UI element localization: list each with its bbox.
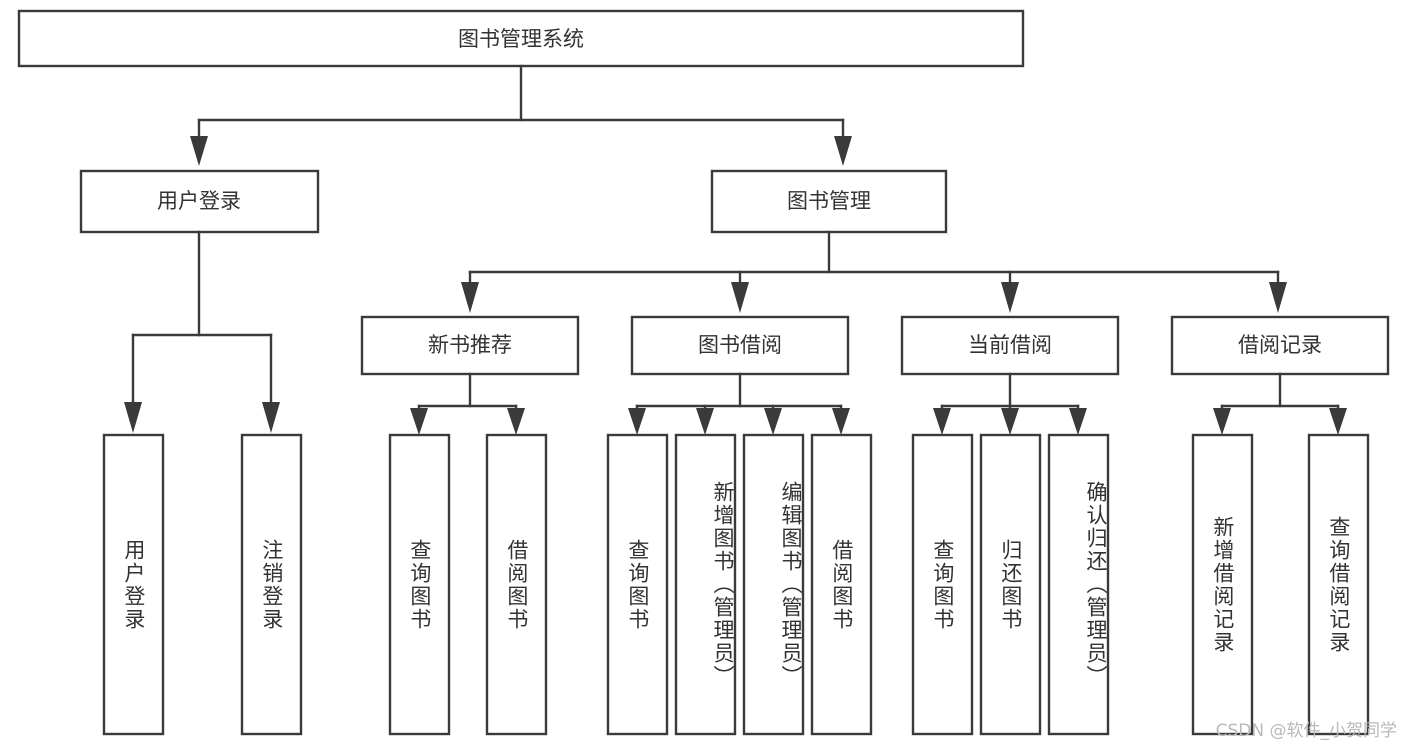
node-borrow-record[interactable]: 借阅记录 bbox=[1170, 315, 1390, 376]
leaf-box-user-login[interactable] bbox=[102, 433, 165, 736]
arrow-head-br-leaf-2 bbox=[1329, 408, 1347, 435]
arrow-head-user-login bbox=[190, 136, 208, 166]
connector-current-borrow-children bbox=[933, 372, 1087, 435]
leaf-box-nbr-borrow-book[interactable] bbox=[485, 433, 548, 736]
leaf-box-cb-confirm-return[interactable] bbox=[1047, 433, 1110, 736]
node-root[interactable]: 图书管理系统 bbox=[17, 9, 1025, 68]
watermark: CSDN @软件_小贺同学 bbox=[1215, 721, 1397, 741]
node-current-borrow-label: 当前借阅 bbox=[968, 333, 1052, 357]
arrow-head-cb-leaf-3 bbox=[1069, 408, 1087, 435]
node-book-borrow[interactable]: 图书借阅 bbox=[630, 315, 850, 376]
node-root-box[interactable] bbox=[17, 9, 1025, 68]
node-new-book-recommend-box[interactable] bbox=[360, 315, 580, 376]
leaf-box-logout[interactable] bbox=[240, 433, 303, 736]
arrow-head-cb-leaf-2 bbox=[1001, 408, 1019, 435]
arrow-head-new-book bbox=[461, 282, 479, 313]
node-new-book-recommend-label: 新书推荐 bbox=[428, 333, 512, 357]
node-book-manage-label: 图书管理 bbox=[787, 189, 871, 213]
leaf-box-bb-query-book[interactable] bbox=[606, 433, 669, 736]
leaf-box-nbr-query-book[interactable] bbox=[388, 433, 451, 736]
leaf-box-br-add-record[interactable] bbox=[1191, 433, 1254, 736]
arrow-head-leaf-user-login bbox=[124, 402, 142, 433]
leaf-box-bb-edit-book[interactable] bbox=[742, 433, 805, 736]
arrow-head-nbr-leaf-1 bbox=[410, 408, 428, 435]
leaf-box-bb-borrow-book[interactable] bbox=[810, 433, 873, 736]
arrow-head-leaf-logout bbox=[262, 402, 280, 433]
leaf-box-cb-return-book[interactable] bbox=[979, 433, 1042, 736]
node-current-borrow[interactable]: 当前借阅 bbox=[900, 315, 1120, 376]
node-root-label: 图书管理系统 bbox=[458, 27, 584, 51]
arrow-head-bb-leaf-3 bbox=[764, 408, 782, 435]
node-user-login-box[interactable] bbox=[79, 169, 320, 234]
connector-book-borrow-children bbox=[628, 372, 850, 435]
arrow-head-current-borrow bbox=[1001, 282, 1019, 313]
node-user-login-label: 用户登录 bbox=[157, 189, 241, 213]
node-book-manage[interactable]: 图书管理 bbox=[710, 169, 948, 234]
leaf-box-bb-add-book[interactable] bbox=[674, 433, 737, 736]
arrow-head-nbr-leaf-2 bbox=[507, 408, 525, 435]
leaf-box-cb-query-book[interactable] bbox=[911, 433, 974, 736]
arrow-head-bb-leaf-2 bbox=[696, 408, 714, 435]
connector-borrow-record-children bbox=[1213, 372, 1347, 435]
node-new-book-recommend[interactable]: 新书推荐 bbox=[360, 315, 580, 376]
node-book-borrow-label: 图书借阅 bbox=[698, 333, 782, 357]
arrow-head-book-manage bbox=[834, 136, 852, 166]
connector-user-login-children bbox=[124, 230, 280, 433]
arrow-head-bb-leaf-1 bbox=[628, 408, 646, 435]
connector-book-manage-children bbox=[461, 230, 1287, 313]
connector-root-split bbox=[190, 64, 852, 166]
leaf-box-br-query-record[interactable] bbox=[1307, 433, 1370, 736]
arrow-head-br-leaf-1 bbox=[1213, 408, 1231, 435]
arrow-head-bb-leaf-4 bbox=[832, 408, 850, 435]
arrow-head-cb-leaf-1 bbox=[933, 408, 951, 435]
node-user-login[interactable]: 用户登录 bbox=[79, 169, 320, 234]
node-current-borrow-box[interactable] bbox=[900, 315, 1120, 376]
node-borrow-record-label: 借阅记录 bbox=[1238, 333, 1322, 357]
arrow-head-borrow-record bbox=[1269, 282, 1287, 313]
connector-new-book-recommend-children bbox=[410, 372, 525, 435]
arrow-head-book-borrow bbox=[731, 282, 749, 313]
